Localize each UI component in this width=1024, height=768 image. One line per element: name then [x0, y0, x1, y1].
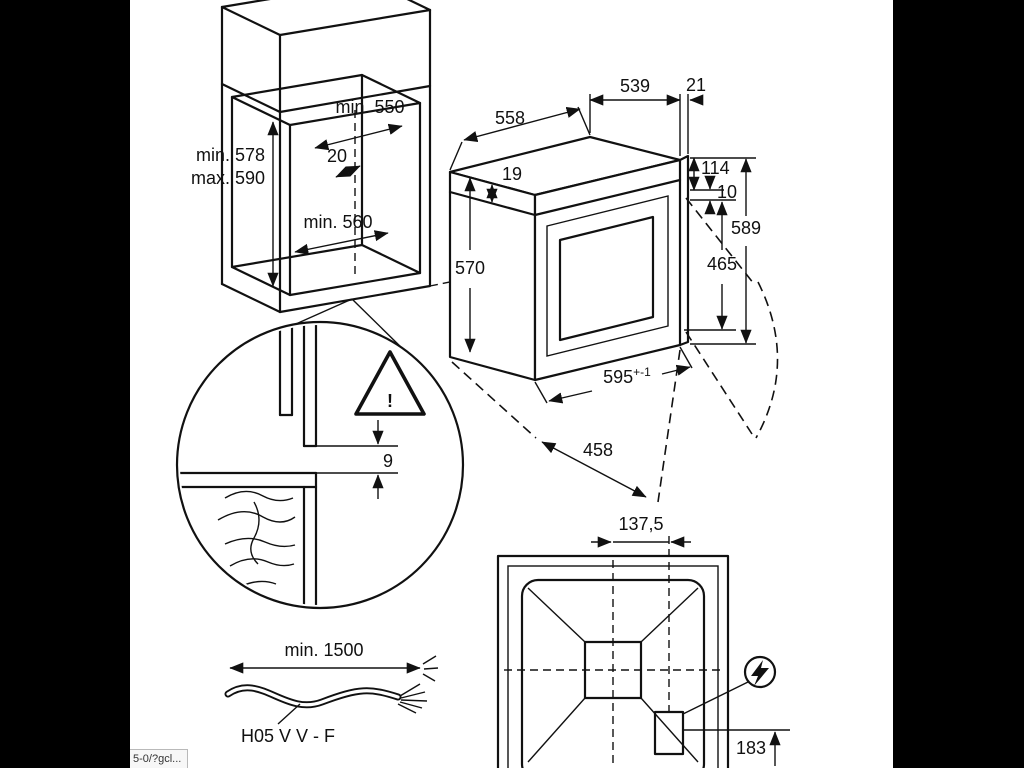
dim-oven-width-value: 595 — [603, 367, 633, 387]
dim-rear-top: 114 — [701, 158, 730, 178]
cable-type-label: H05 V V - F — [241, 726, 335, 746]
dim-cable-length: min. 1500 — [284, 640, 363, 660]
cable-drawing: min. 1500 H05 V V - F — [224, 640, 439, 746]
dim-total-height: 589 — [731, 218, 761, 238]
dim-oven-width-tol: +-1 — [633, 365, 651, 379]
dim-shelf-depth: min. 560 — [303, 212, 372, 232]
dim-niche-depth: min. 550 — [335, 97, 404, 117]
dim-top-width: 539 — [620, 76, 650, 96]
dim-connector-height: 183 — [736, 738, 766, 758]
dim-front-lip: 19 — [502, 164, 522, 184]
dim-connector-offset: 137,5 — [618, 514, 663, 534]
status-bar-text: 5-0/?gcl... — [133, 753, 182, 765]
dim-rear-gap: 20 — [327, 146, 347, 166]
oven-drawing: 558 539 21 19 570 114 10 465 — [448, 75, 779, 503]
warning-glyph: ! — [387, 391, 393, 411]
dim-oven-depth: 558 — [495, 108, 525, 128]
dim-oven-width: 595+-1 — [603, 365, 651, 387]
dim-front-height: 570 — [455, 258, 485, 278]
dim-rear-gap: 10 — [717, 182, 737, 202]
dim-top-offset: 21 — [686, 75, 706, 95]
power-icon — [743, 655, 777, 689]
diagram-page: min. 550 20 min. 560 min. 578 max. 590 — [130, 0, 893, 768]
warning-icon: ! — [354, 350, 426, 416]
dim-height-max: max. 590 — [191, 168, 265, 188]
diagram-canvas: min. 550 20 min. 560 min. 578 max. 590 — [175, 0, 790, 768]
detail-view: 9 ! — [175, 320, 465, 610]
dim-height-min: min. 578 — [196, 145, 265, 165]
dim-diagonal: 458 — [583, 440, 613, 460]
dim-door-height: 465 — [707, 254, 737, 274]
dim-vent-gap: 9 — [383, 451, 393, 471]
status-bar: 5-0/?gcl... — [130, 749, 189, 768]
rear-panel-drawing: 137,5 183 — [496, 514, 790, 768]
